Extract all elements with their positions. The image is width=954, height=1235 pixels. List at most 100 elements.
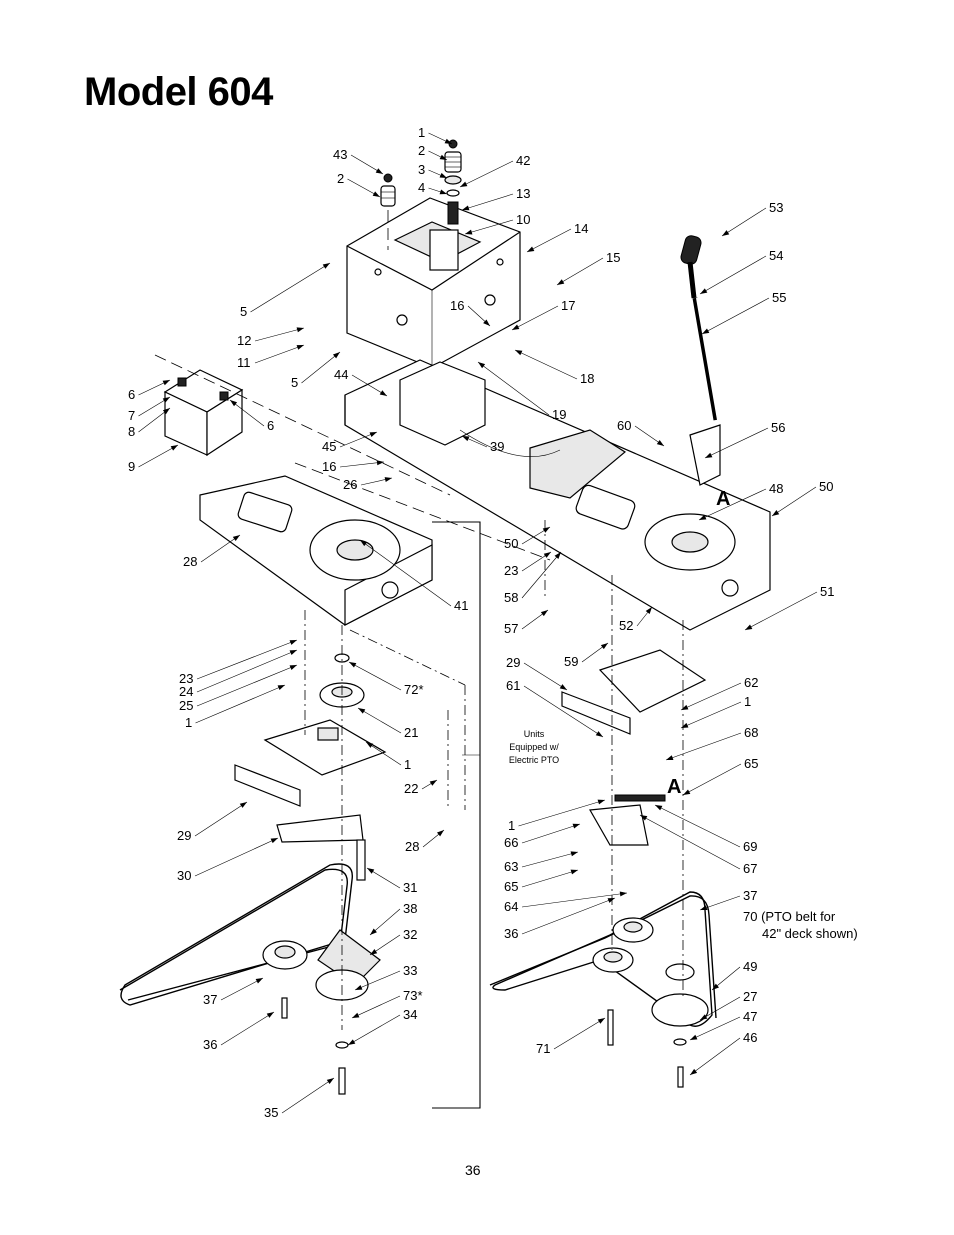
callout-label-35: 50	[819, 479, 833, 494]
callout-arrowhead-77	[700, 1014, 708, 1020]
callout-arrowhead-0	[444, 138, 452, 144]
callout-label-42: 52	[619, 618, 633, 633]
callout-arrowhead-27	[170, 445, 178, 451]
callout-leader-54	[357, 707, 402, 734]
callout-label-62: 28	[405, 839, 419, 854]
callout-label-63: 69	[743, 839, 757, 854]
callout-label-78: 73*	[403, 988, 423, 1003]
callout-label-36: 28	[183, 554, 197, 569]
callout-leader-57	[682, 763, 742, 796]
callout-leader-76	[220, 977, 264, 1001]
callout-arrowhead-48	[277, 685, 285, 691]
ref-marker-a-upper: A	[716, 488, 730, 510]
callout-label-43: 51	[820, 584, 834, 599]
callout-label-10: 15	[606, 250, 620, 265]
pto-note-line-2: Equipped w/	[509, 742, 559, 752]
callout-leader-77	[699, 996, 741, 1021]
callout-label-75: 33	[403, 963, 417, 978]
callout-label-65: 67	[743, 861, 757, 876]
callout-arrowhead-84	[326, 1078, 334, 1084]
callout-arrowhead-76	[255, 978, 263, 984]
callout-leader-45	[196, 639, 298, 680]
callout-leader-61	[521, 823, 581, 844]
callout-arrowhead-30	[376, 460, 384, 466]
callout-arrowhead-41	[540, 610, 548, 617]
callout-arrowhead-10	[557, 279, 565, 285]
belt-note-line-2: 42" deck shown)	[762, 926, 858, 941]
callout-leader-84	[281, 1077, 335, 1114]
callout-arrowhead-47	[289, 665, 297, 670]
callout-leader-53	[680, 701, 742, 729]
right-shift-plate	[561, 649, 707, 846]
callout-arrowhead-79	[348, 1039, 356, 1045]
callout-leader-37	[359, 539, 452, 607]
callout-label-22: 19	[552, 407, 566, 422]
callout-arrowhead-3	[439, 189, 447, 195]
callout-label-47: 25	[179, 698, 193, 713]
callout-arrowhead-51	[595, 731, 603, 737]
callout-label-53: 1	[744, 694, 751, 709]
callout-arrowhead-67	[367, 868, 375, 874]
callout-arrowhead-35	[772, 510, 780, 516]
callout-label-55: 68	[744, 725, 758, 740]
callout-label-83: 71	[536, 1041, 550, 1056]
callout-arrowhead-42	[645, 607, 652, 615]
left-axle-housing	[199, 475, 433, 626]
callout-arrowhead-18	[296, 345, 304, 350]
callout-leader-7	[461, 193, 514, 211]
callout-leader-66	[194, 837, 279, 877]
callout-leader-12	[699, 255, 767, 295]
callout-label-71: 38	[403, 901, 417, 916]
callout-label-60: 1	[508, 818, 515, 833]
callout-arrowhead-2	[439, 172, 447, 178]
callout-arrowhead-31	[384, 477, 392, 482]
callout-leader-14	[250, 262, 331, 313]
callout-leader-18	[254, 344, 305, 364]
callout-arrowhead-45	[289, 640, 297, 645]
callout-leader-79	[347, 1014, 401, 1046]
callout-label-52: 62	[744, 675, 758, 690]
callout-leader-52	[680, 682, 742, 711]
callout-label-13: 55	[772, 290, 786, 305]
callout-label-18: 11	[237, 355, 251, 370]
callout-arrowhead-38	[542, 527, 550, 533]
callout-arrowhead-9	[527, 246, 535, 252]
callout-leader-40	[521, 551, 562, 599]
callout-label-84: 35	[264, 1105, 278, 1120]
callout-label-48: 1	[185, 715, 192, 730]
callout-label-74: 49	[743, 959, 757, 974]
callout-arrowhead-69	[700, 905, 708, 911]
callout-leader-59	[194, 801, 248, 837]
callout-label-77: 27	[743, 989, 757, 1004]
shift-lever	[680, 235, 721, 486]
callout-arrowhead-65	[640, 815, 648, 821]
callout-label-54: 21	[404, 725, 418, 740]
callout-label-32: 60	[617, 418, 631, 433]
callout-arrowhead-53	[681, 722, 689, 728]
callout-label-38: 50	[504, 536, 518, 551]
callout-label-26: 6	[267, 418, 274, 433]
callout-arrowhead-21	[515, 350, 523, 356]
callout-arrowhead-78	[352, 1012, 360, 1018]
callout-leader-60	[518, 799, 606, 827]
callout-label-5: 2	[337, 171, 344, 186]
callout-leader-75	[354, 970, 401, 991]
callout-leader-6	[459, 160, 514, 188]
callout-arrowhead-37	[360, 540, 368, 547]
callout-arrowhead-64	[570, 851, 578, 857]
callout-arrowhead-44	[600, 643, 608, 650]
callout-arrowhead-83	[597, 1018, 605, 1024]
callout-arrowhead-62	[436, 830, 444, 837]
callout-arrowhead-81	[266, 1012, 274, 1018]
callout-arrowhead-46	[289, 650, 297, 656]
callout-leader-33	[704, 427, 769, 459]
callout-arrowhead-40	[554, 552, 561, 559]
callout-label-58: 22	[404, 781, 418, 796]
callout-arrowhead-61	[572, 823, 580, 829]
callout-label-49: 72*	[404, 682, 424, 697]
callout-leader-49	[348, 661, 402, 691]
callout-label-7: 13	[516, 186, 530, 201]
callout-leader-11	[721, 207, 767, 237]
callout-label-72: 32	[403, 927, 417, 942]
